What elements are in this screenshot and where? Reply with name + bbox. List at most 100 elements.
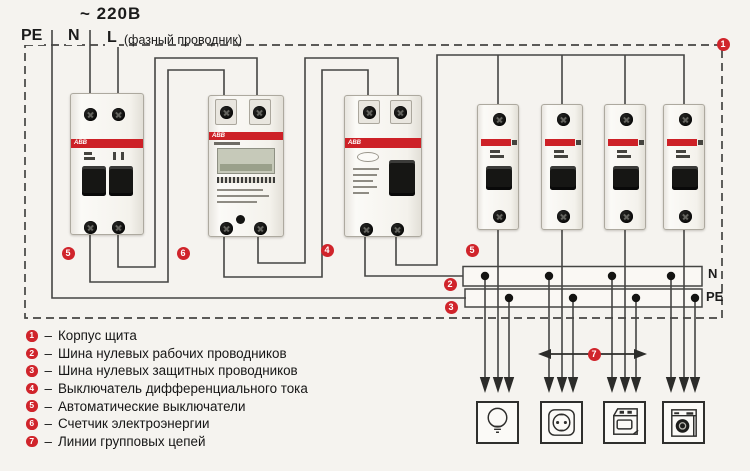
rating-marking	[617, 150, 627, 153]
breaker-toggle	[486, 166, 512, 190]
brand-logo: ABB	[348, 140, 361, 146]
legend-label: –Корпус щита	[44, 328, 137, 344]
spec-text-line	[353, 192, 369, 194]
rcd-terminal	[358, 100, 380, 124]
wire-pe-main	[51, 30, 466, 299]
rating-marking	[84, 157, 95, 160]
appliance-stove	[603, 401, 646, 444]
rating-marking	[676, 155, 690, 158]
electricity-meter: ABB	[208, 95, 284, 237]
bus-bars	[462, 265, 703, 308]
rating-marking	[576, 140, 581, 145]
n-conductor-label: N	[66, 27, 82, 45]
legend-item-meter: 6 –Счетчик электроэнергии	[26, 415, 308, 433]
legend-item-n-bus: 2 –Шина нулевых рабочих проводников	[26, 345, 308, 363]
wire-breaker-to-meter-n	[89, 69, 225, 283]
marker-main-breaker: 5	[61, 246, 75, 260]
pe-conductor-label: PE	[19, 27, 45, 45]
spec-text-line	[353, 168, 379, 170]
conductors	[51, 30, 696, 379]
terminal-screw	[253, 106, 266, 119]
spec-text-line	[217, 189, 263, 191]
rating-marking	[113, 152, 116, 160]
wire-rcd-to-n-bus	[364, 228, 463, 277]
group-line-arrowheads	[479, 377, 701, 393]
terminal-screw	[360, 223, 373, 236]
legend-item-group-lines: 7 –Линии групповых цепей	[26, 433, 308, 451]
legend-label: –Счетчик электроэнергии	[44, 416, 210, 432]
terminal-screw	[391, 223, 404, 236]
legend: 1 –Корпус щита 2 –Шина нулевых рабочих п…	[26, 327, 308, 450]
lamp-icon	[487, 407, 508, 433]
appliance-washing-machine	[662, 401, 705, 444]
n-bus-bar	[462, 265, 703, 287]
terminal-screw	[84, 108, 97, 121]
brand-stripe	[667, 139, 697, 146]
meter-lcd-display	[217, 148, 275, 174]
terminal-screw	[556, 210, 570, 223]
terminal-screw	[220, 222, 233, 235]
terminal-screw	[84, 221, 97, 234]
wire-meter-to-rcd-n	[223, 69, 369, 278]
brand-stripe	[608, 139, 638, 146]
brand-logo: ABB	[212, 133, 225, 139]
pe-bus-bar	[464, 288, 703, 308]
legend-badge: 2	[26, 347, 38, 360]
l-conductor-label: L	[105, 29, 119, 47]
marker-meter: 6	[176, 246, 190, 260]
rcd-test-button	[357, 152, 379, 162]
legend-item-rcd: 4 –Выключатель дифференциального тока	[26, 380, 308, 398]
rating-marking	[698, 140, 703, 145]
marker-n-bus: 2	[443, 277, 457, 291]
main-breaker-2pole: ABB	[70, 93, 144, 235]
bus-connection-dots	[480, 271, 700, 303]
terminal-screw	[112, 221, 125, 234]
terminal-screw	[254, 222, 267, 235]
stove-icon	[613, 408, 639, 435]
appliance-lamp	[476, 401, 519, 444]
spec-text-line	[217, 195, 269, 197]
legend-label: –Шина нулевых защитных проводников	[44, 363, 298, 379]
lcd-digits-band	[220, 164, 272, 171]
panel-enclosure-dashed-border	[24, 44, 723, 319]
legend-label: –Шина нулевых рабочих проводников	[44, 345, 287, 361]
spec-text-line	[353, 186, 377, 188]
rating-marking	[617, 155, 631, 158]
legend-label: –Автоматические выключатели	[44, 398, 246, 414]
terminal-screw	[556, 113, 570, 126]
breaker-toggle	[550, 166, 576, 190]
rcd-toggle	[389, 160, 415, 196]
legend-item-enclosure: 1 –Корпус щита	[26, 327, 308, 345]
legend-badge: 4	[26, 382, 38, 395]
wire-breaker-to-meter-l	[117, 57, 258, 268]
meter-terminal	[215, 99, 237, 125]
group-breaker-4	[663, 104, 705, 230]
rating-marking	[554, 150, 564, 153]
rcd-terminal	[390, 100, 412, 124]
legend-badge: 5	[26, 400, 38, 412]
marker-enclosure: 1	[716, 37, 730, 51]
meter-barcode	[217, 177, 275, 183]
spec-text-line	[353, 180, 373, 182]
marker-pe-bus: 3	[444, 300, 458, 314]
legend-label: –Выключатель дифференциального тока	[44, 381, 308, 397]
brand-stripe	[481, 139, 511, 146]
rating-marking	[84, 152, 92, 155]
socket-icon	[548, 409, 575, 436]
washing-machine-icon	[671, 409, 697, 437]
legend-badge: 3	[26, 365, 38, 377]
brand-stripe	[545, 139, 575, 146]
terminal-screw	[363, 106, 376, 119]
legend-item-pe-bus: 3 –Шина нулевых защитных проводников	[26, 362, 308, 380]
rating-marking	[639, 140, 644, 145]
n-bus-label: N	[708, 266, 718, 281]
rating-marking	[490, 155, 504, 158]
meter-button	[236, 215, 245, 224]
group-breaker-3	[604, 104, 646, 230]
marker-group-lines: 7	[587, 347, 601, 361]
rating-marking	[676, 150, 686, 153]
group-breaker-2	[541, 104, 583, 230]
wire-meter-to-rcd-l	[257, 57, 399, 264]
